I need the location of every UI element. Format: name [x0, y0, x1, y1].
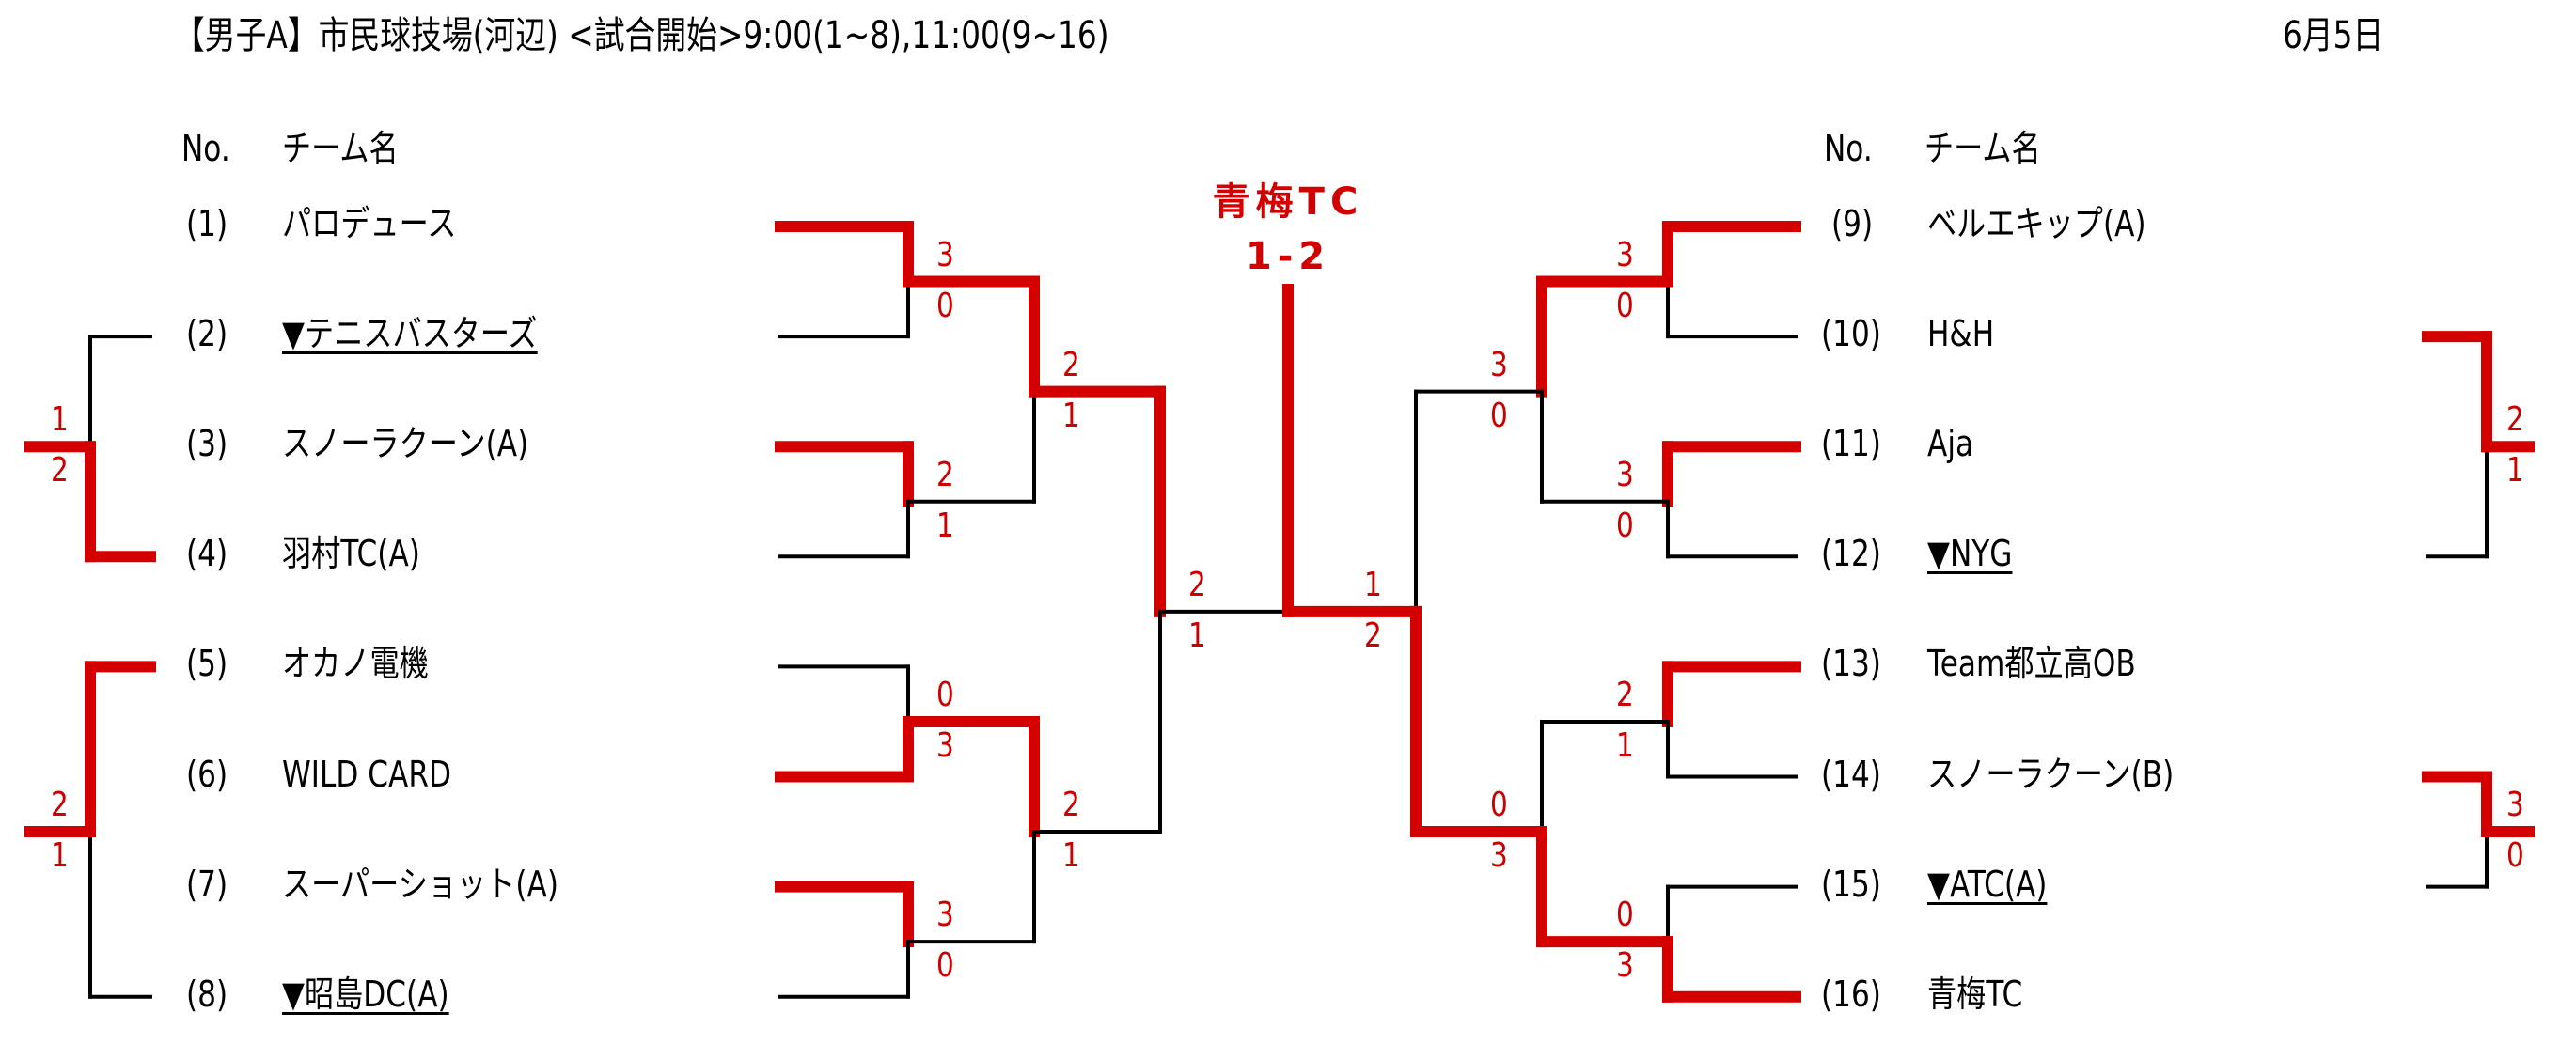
consolation-score: 2 — [2506, 400, 2524, 440]
team-number: (6) — [186, 753, 228, 795]
score-label: 3 — [936, 235, 954, 274]
score-label: 2 — [1062, 786, 1080, 825]
team-name: ▼テニスバスターズ — [282, 313, 538, 355]
score-label: 0 — [1616, 896, 1634, 935]
team-name: スーパーショット(A) — [282, 863, 558, 905]
score-label: 2 — [1188, 565, 1206, 604]
team-name: Aja — [1927, 423, 1974, 465]
page-title: 【男子A】市民球技場(河辺) <試合開始>9:00(1~8),11:00(9~1… — [174, 14, 1109, 57]
team-number: (12) — [1821, 533, 1881, 575]
score-label: 0 — [1616, 286, 1634, 325]
team-number: (11) — [1821, 423, 1881, 465]
team-name: Team都立高OB — [1927, 643, 2136, 685]
score-label: 2 — [1062, 345, 1080, 384]
score-label: 3 — [1490, 345, 1508, 384]
score-label: 1 — [1062, 396, 1080, 435]
score-label: 1 — [1188, 616, 1206, 655]
score-label: 0 — [936, 946, 954, 986]
score-label: 2 — [936, 455, 954, 494]
score-label: 3 — [1616, 946, 1634, 986]
left-name-header: チーム名 — [282, 128, 399, 169]
champion-name: 青梅TC — [1212, 180, 1364, 224]
team-name: ▼NYG — [1927, 533, 2013, 575]
score-label: 3 — [1490, 836, 1508, 876]
consolation-score: 2 — [51, 786, 69, 825]
team-name: パロデュース — [282, 203, 457, 244]
team-name: ▼ATC(A) — [1927, 863, 2048, 905]
final-score: 1-2 — [1245, 235, 1331, 278]
right-name-header: チーム名 — [1924, 128, 2041, 169]
event-date: 6月5日 — [2283, 14, 2384, 57]
score-label: 1 — [1616, 725, 1634, 765]
team-name: ベルエキップ(A) — [1927, 203, 2146, 244]
team-number: (16) — [1821, 973, 1881, 1015]
consolation-score: 0 — [2506, 836, 2524, 876]
team-number: (3) — [186, 423, 228, 465]
team-number: (1) — [186, 203, 228, 244]
team-number: (15) — [1821, 863, 1881, 905]
team-name: H&H — [1927, 313, 1995, 355]
score-label: 0 — [936, 675, 954, 714]
right-no-header: No. — [1824, 128, 1873, 169]
team-name: ▼昭島DC(A) — [282, 973, 449, 1015]
consolation-score: 1 — [2506, 451, 2524, 491]
consolation-score: 2 — [51, 451, 69, 491]
left-no-header: No. — [181, 128, 230, 169]
team-number: (13) — [1821, 643, 1881, 685]
score-label: 3 — [936, 896, 954, 935]
score-label: 3 — [936, 725, 954, 765]
consolation-score: 1 — [51, 400, 69, 440]
score-label: 1 — [1062, 836, 1080, 876]
team-number: (5) — [186, 643, 228, 685]
team-number: (10) — [1821, 313, 1881, 355]
score-label: 1 — [936, 506, 954, 545]
score-label: 2 — [1616, 675, 1634, 714]
team-name: オカノ電機 — [282, 643, 429, 685]
score-label: 3 — [1616, 455, 1634, 494]
team-name: 羽村TC(A) — [282, 533, 420, 575]
score-label: 0 — [1490, 396, 1508, 435]
team-name: 青梅TC — [1927, 973, 2023, 1015]
score-label: 0 — [1616, 506, 1634, 545]
team-name: スノーラクーン(B) — [1927, 753, 2175, 795]
score-label: 3 — [1616, 235, 1634, 274]
consolation-score: 3 — [2506, 786, 2524, 825]
score-label: 1 — [1364, 565, 1382, 604]
team-name: WILD CARD — [282, 753, 451, 795]
team-name: スノーラクーン(A) — [282, 423, 529, 465]
score-label: 0 — [1490, 786, 1508, 825]
team-number: (7) — [186, 863, 228, 905]
team-number: (4) — [186, 533, 228, 575]
consolation-score: 1 — [51, 836, 69, 876]
team-number: (9) — [1831, 203, 1874, 244]
team-number: (14) — [1821, 753, 1881, 795]
score-label: 2 — [1364, 616, 1382, 655]
team-number: (2) — [186, 313, 228, 355]
score-label: 0 — [936, 286, 954, 325]
team-number: (8) — [186, 973, 228, 1015]
